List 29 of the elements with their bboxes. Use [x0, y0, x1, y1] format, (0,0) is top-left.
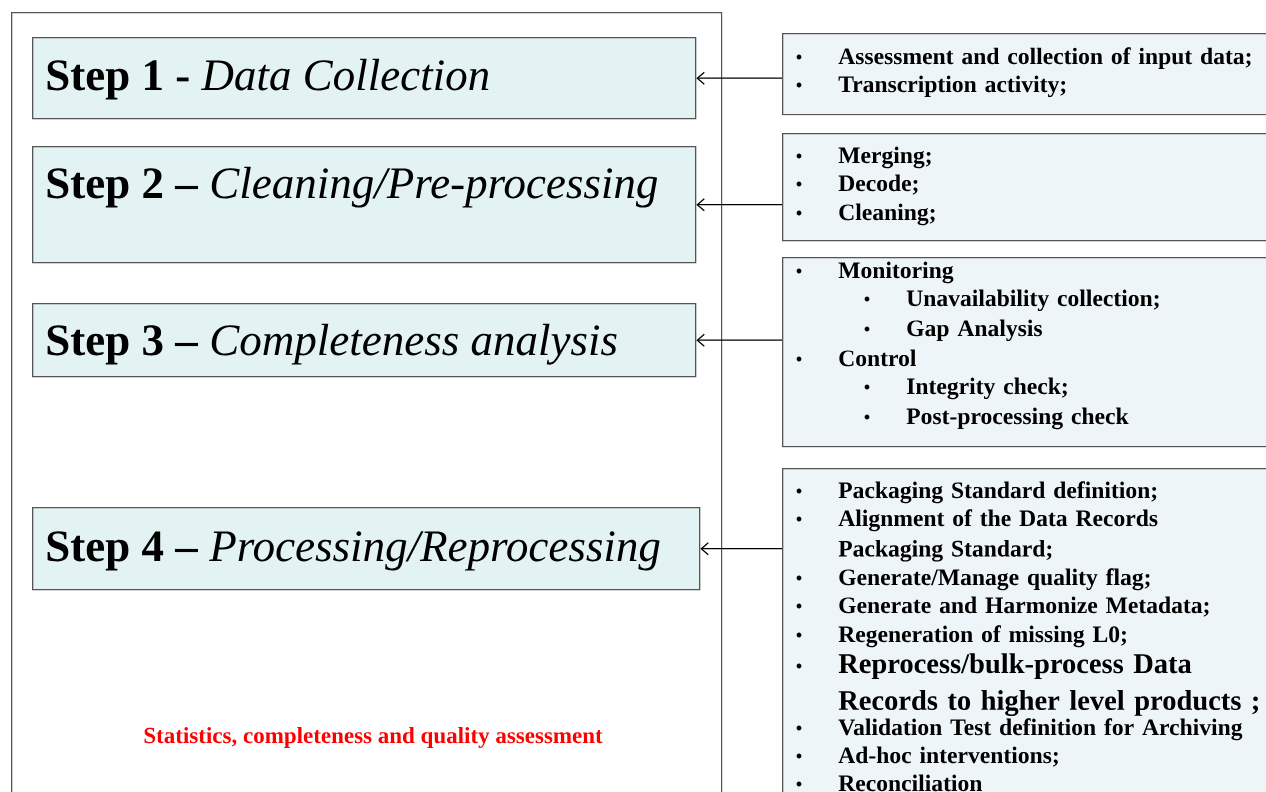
list-item: Decode; — [838, 174, 918, 195]
list-item: Validation Test definition for Archiving — [838, 718, 1243, 741]
list-item: Post-processing check — [906, 407, 1129, 430]
list-item: Alignment of the Data Records Packaging Standard; — [838, 509, 1158, 562]
list-item: Gap Analysis — [907, 319, 1042, 342]
list-item: Monitoring — [838, 261, 954, 284]
list-item: Transcription activity; — [838, 75, 1066, 98]
arrow — [696, 333, 783, 347]
arrow — [696, 198, 783, 212]
list-item: Regeneration of missing L0; — [838, 625, 1126, 648]
list-item: Generate/Manage quality flag; — [839, 568, 1150, 591]
step-title: Step 1 - Data Collection — [47, 58, 489, 100]
list-item: Control — [839, 349, 917, 367]
step-title: Step 3 – Completeness analysis — [47, 323, 617, 365]
list-item: Integrity check; — [907, 377, 1067, 400]
step-title: Step 4 – Processing/Reprocessing — [47, 531, 660, 571]
caption-text: Statistics, completeness and quality assessment — [144, 727, 603, 748]
arrow — [700, 542, 783, 556]
list-item: Packaging Standard definition; — [838, 481, 1157, 504]
list-item: Cleaning; — [839, 203, 935, 226]
list-item: Unavailability collection; — [906, 289, 1159, 312]
list-item: Reconciliation — [838, 774, 983, 792]
list-item: Assessment and collection of input data; — [838, 47, 1251, 69]
list-item: Ad-hoc interventions; — [838, 746, 1058, 767]
list-item: Generate and Harmonize Metadata; — [839, 596, 1209, 617]
list-item: Reprocess/bulk-process Data Records to higher level products ; — [838, 653, 1259, 717]
list-item: Merging; — [838, 146, 931, 169]
step-title: Step 2 – Cleaning/Pre-processing — [47, 166, 658, 208]
arrow — [696, 71, 783, 85]
